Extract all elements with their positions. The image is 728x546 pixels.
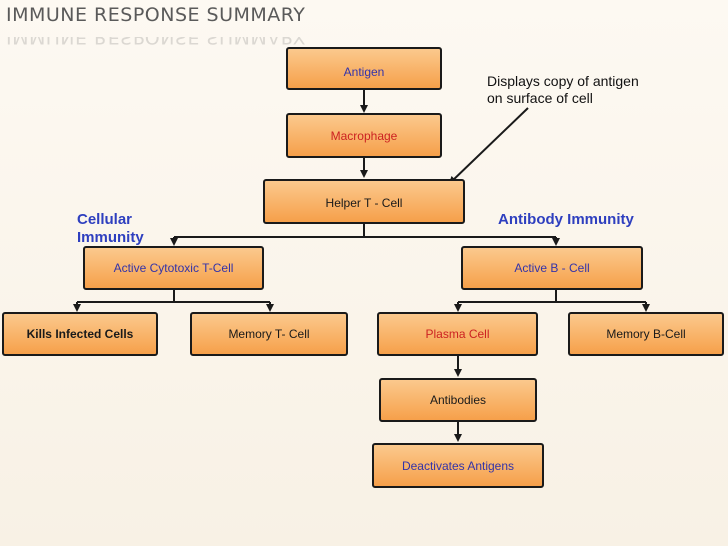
node-active-cytotoxic-t: Active Cytotoxic T-Cell <box>83 246 264 290</box>
node-helper-t-label: Helper T - Cell <box>325 196 403 210</box>
node-memory-b: Memory B-Cell <box>568 312 724 356</box>
label-antibody-immunity: Antibody Immunity <box>498 211 634 228</box>
label-cellular-immunity: Cellular Immunity <box>77 211 144 246</box>
node-macrophage-label: Macrophage <box>330 128 398 143</box>
slide-title: IMMUNE RESPONSE SUMMARY <box>6 4 306 26</box>
node-deactivates-antigens: Deactivates Antigens <box>372 443 544 488</box>
title-group: IMMUNE RESPONSE SUMMARY IMMUNE RESPONSE … <box>6 4 406 50</box>
node-plasma-cell: Plasma Cell <box>377 312 538 356</box>
node-macrophage: Macrophage <box>286 113 442 158</box>
node-active-b: Active B - Cell <box>461 246 643 290</box>
node-deactivates-antigens-label: Deactivates Antigens <box>401 458 515 473</box>
node-antigen: Antigen <box>286 47 442 90</box>
node-memory-t: Memory T- Cell <box>190 312 348 356</box>
node-plasma-cell-label: Plasma Cell <box>425 327 490 341</box>
node-helper-t: Helper T - Cell <box>263 179 465 224</box>
node-antigen-label: Antigen <box>343 65 385 79</box>
node-active-b-label: Active B - Cell <box>514 261 590 275</box>
node-antibodies: Antibodies <box>379 378 537 422</box>
node-memory-b-label: Memory B-Cell <box>606 327 686 341</box>
node-memory-t-label: Memory T- Cell <box>228 327 310 341</box>
node-kills-infected: Kills Infected Cells <box>2 312 158 356</box>
node-kills-infected-label: Kills Infected Cells <box>26 327 134 341</box>
node-antibodies-label: Antibodies <box>429 393 487 407</box>
annotation-arrow <box>448 107 529 185</box>
node-active-cytotoxic-t-label: Active Cytotoxic T-Cell <box>113 261 234 275</box>
annotation-line-1: Displays copy of antigen <box>487 73 639 89</box>
annotation-line-2: on surface of cell <box>487 90 593 106</box>
